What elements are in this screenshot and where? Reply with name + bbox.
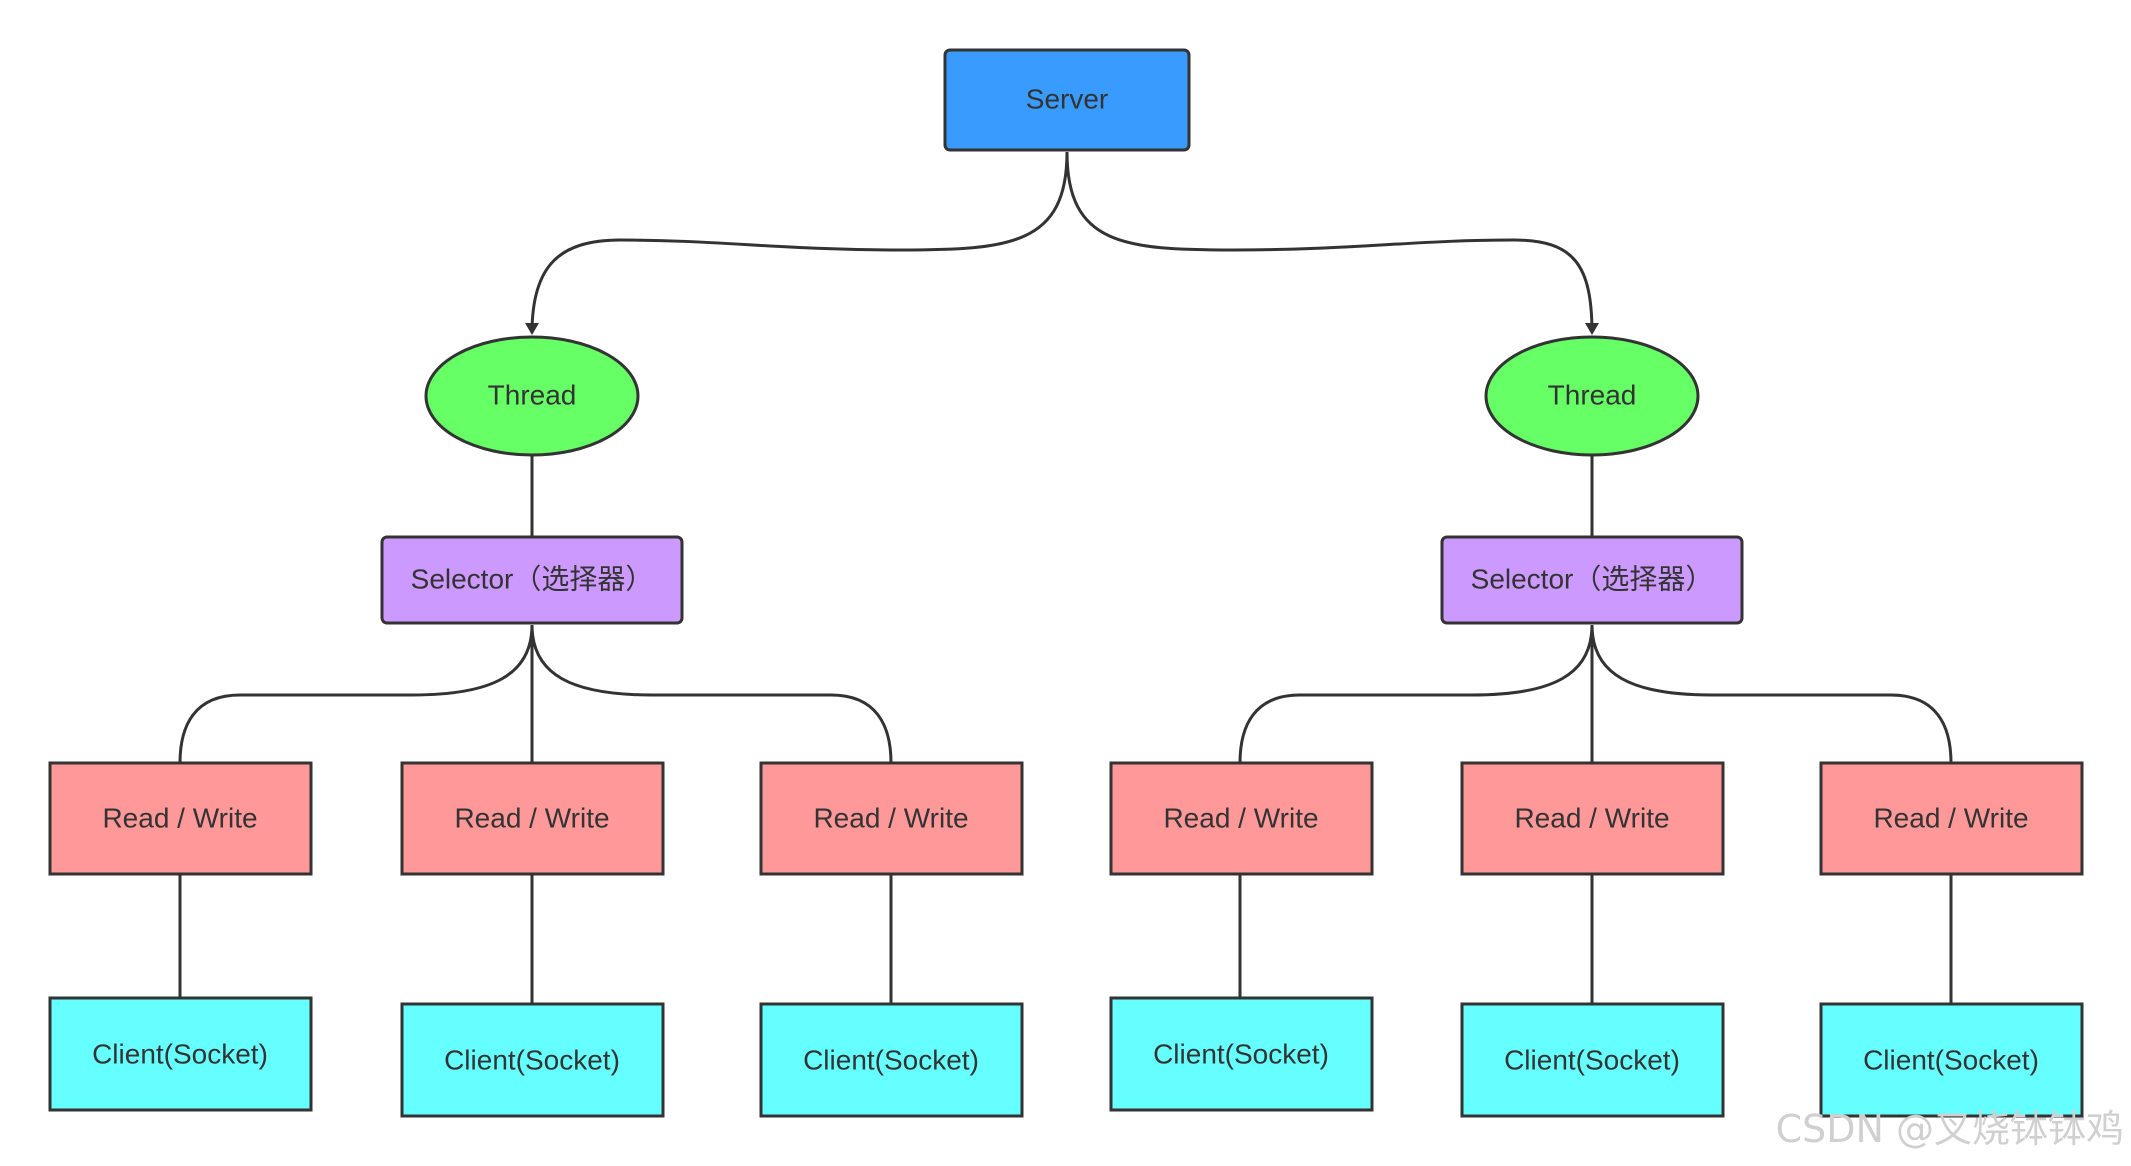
server-box [943, 48, 1191, 152]
client-socket-label: Client(Socket) [92, 1038, 268, 1069]
selector-rw-line-right-0 [1238, 624, 1594, 764]
server-node: Server [943, 48, 1191, 152]
thread-ellipse [1484, 335, 1700, 457]
read-write-label: Read / Write [1163, 802, 1318, 833]
thread-label: Thread [488, 379, 577, 410]
connector-lines [178, 151, 1953, 1004]
read-write-label: Read / Write [102, 802, 257, 833]
client-socket-box [48, 996, 313, 1112]
read-write-label: Read / Write [1873, 802, 2028, 833]
thread-ellipse [424, 335, 640, 457]
csdn-watermark: CSDN @叉烧钵钵鸡 [1776, 1107, 2124, 1151]
client-socket-box [1460, 1002, 1725, 1118]
thread-group-right: Thread Selector（选择器） Read / Write Read /… [1109, 335, 2084, 1118]
client-socket-label: Client(Socket) [1504, 1044, 1680, 1075]
server-thread-arrow-left [525, 151, 1069, 335]
read-write-label: Read / Write [813, 802, 968, 833]
client-socket-box [400, 1002, 665, 1118]
client-socket-label: Client(Socket) [1153, 1038, 1329, 1069]
read-write-box [1819, 761, 2084, 876]
client-socket-label: Client(Socket) [1863, 1044, 2039, 1075]
client-socket-box [1819, 1002, 2084, 1118]
selector-rw-line-left-2 [530, 624, 893, 764]
selector-label: Selector（选择器） [411, 563, 654, 594]
read-write-box [1109, 761, 1374, 876]
read-write-box [1460, 761, 1725, 876]
server-label: Server [1026, 83, 1108, 114]
read-write-box [759, 761, 1024, 876]
selector-box [380, 535, 684, 625]
server-thread-arrow-right [1065, 151, 1599, 335]
thread-label: Thread [1548, 379, 1637, 410]
read-write-label: Read / Write [454, 802, 609, 833]
selector-rw-line-left-0 [178, 624, 534, 764]
client-socket-box [1109, 996, 1374, 1112]
read-write-box [48, 761, 313, 876]
selector-rw-line-right-2 [1590, 624, 1953, 764]
read-write-box [400, 761, 665, 876]
read-write-label: Read / Write [1514, 802, 1669, 833]
client-socket-box [759, 1002, 1024, 1118]
selector-label: Selector（选择器） [1471, 563, 1714, 594]
client-socket-label: Client(Socket) [803, 1044, 979, 1075]
client-socket-label: Client(Socket) [444, 1044, 620, 1075]
selector-box [1440, 535, 1744, 625]
thread-group-left: Thread Selector（选择器） Read / Write Read /… [48, 335, 1024, 1118]
